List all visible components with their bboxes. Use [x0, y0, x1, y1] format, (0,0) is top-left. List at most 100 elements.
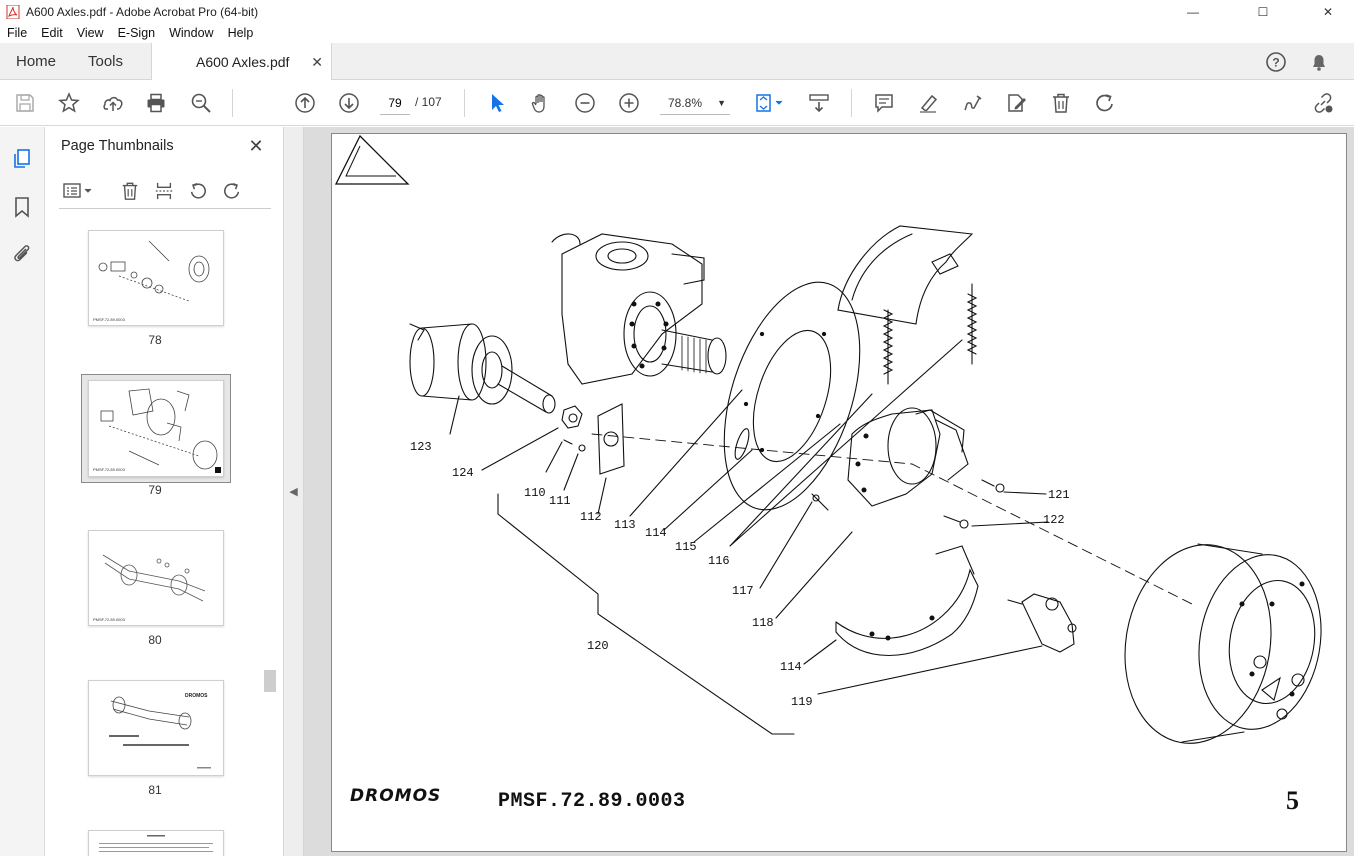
thumbnail-label-78: 78 [148, 333, 162, 347]
thumbnail-page-82[interactable] [88, 830, 224, 856]
pdf-page: 123 124 110 111 112 113 114 115 116 117 … [331, 133, 1347, 852]
callout-113: 113 [614, 518, 636, 532]
extract-page-icon[interactable] [151, 179, 177, 203]
callout-120: 120 [587, 639, 609, 653]
delete-icon[interactable] [1048, 90, 1074, 116]
star-icon[interactable] [56, 90, 82, 116]
menu-view[interactable]: View [76, 26, 104, 40]
chevron-down-icon: ▼ [717, 97, 726, 108]
options-menu-icon[interactable] [61, 179, 95, 203]
scroll-mode-icon[interactable] [806, 90, 832, 116]
document-code: PMSF.72.89.0003 [498, 790, 686, 813]
toolbar-separator [232, 89, 233, 117]
menu-window[interactable]: Window [169, 26, 214, 40]
callout-115: 115 [675, 540, 697, 554]
arrow-up-icon[interactable] [292, 90, 318, 116]
upload-icon[interactable] [100, 90, 126, 116]
svg-text:PMSF.72.89.0003: PMSF.72.89.0003 [93, 317, 126, 322]
title-bar: A600 Axles.pdf - Adobe Acrobat Pro (64-b… [0, 0, 1354, 23]
svg-text:PMSF.72.89.0003: PMSF.72.89.0003 [93, 467, 126, 472]
notification-bell-icon[interactable] [1308, 51, 1332, 73]
zoom-value: 78.8% [668, 95, 703, 110]
tab-document[interactable]: A600 Axles.pdf ✕ [151, 43, 332, 81]
scrollbar-thumb[interactable] [264, 670, 276, 692]
page-number-input[interactable] [380, 91, 410, 115]
share-link-icon[interactable] [1310, 90, 1336, 116]
left-navigation-rail [0, 127, 45, 856]
svg-text:?: ? [1272, 56, 1279, 70]
thumbnail-page-79[interactable]: PMSF.72.89.0003 [88, 380, 224, 477]
panel-title: Page Thumbnails [61, 138, 174, 154]
save-icon[interactable] [12, 90, 38, 116]
hand-icon[interactable] [528, 90, 554, 116]
comment-icon[interactable] [871, 90, 897, 116]
callout-114-top: 114 [645, 526, 667, 540]
page-total-label: / 107 [415, 95, 442, 109]
maximize-button[interactable]: ☐ [1257, 4, 1269, 19]
page-thumbnails-icon[interactable] [10, 147, 34, 171]
panel-toolbar [59, 177, 271, 209]
zoom-out-icon[interactable] [572, 90, 598, 116]
close-icon[interactable]: ✕ [248, 135, 264, 156]
callout-110: 110 [524, 486, 546, 500]
fit-page-icon[interactable] [752, 90, 788, 116]
tab-document-label: A600 Axles.pdf [196, 54, 290, 70]
panel-collapse-handle[interactable]: ◀ [284, 127, 304, 856]
callout-121: 121 [1048, 488, 1070, 502]
svg-text:DROMOS: DROMOS [185, 693, 208, 699]
thumbnail-page-78[interactable]: PMSF.72.89.0003 [88, 230, 224, 326]
sign-icon[interactable] [959, 90, 985, 116]
main-toolbar [0, 80, 1354, 126]
print-icon[interactable] [143, 90, 169, 116]
menu-esign[interactable]: E-Sign [117, 26, 156, 40]
thumbnail-page-81[interactable]: DROMOS [88, 680, 224, 776]
callout-116: 116 [708, 554, 730, 568]
dromos-logo [334, 134, 410, 185]
toolbar-separator [464, 89, 465, 117]
tab-tools[interactable]: Tools [88, 53, 124, 70]
delete-page-icon[interactable] [117, 179, 143, 203]
cursor-icon[interactable] [484, 90, 510, 116]
window-title: A600 Axles.pdf - Adobe Acrobat Pro (64-b… [26, 4, 259, 19]
toolbar-separator [851, 89, 852, 117]
thumbnails-panel: Page Thumbnails ✕ [45, 127, 318, 856]
tab-bar: Home Tools A600 Axles.pdf ✕ ? [0, 43, 1354, 81]
thumbnail-list: PMSF.72.89.0003 78 PMSF.72.89.0003 79 [45, 219, 270, 856]
exploded-brake-diagram [409, 225, 1322, 744]
menu-help[interactable]: Help [227, 26, 254, 40]
thumbnail-page-80[interactable]: PMSF.72.89.0003 [88, 530, 224, 626]
callout-119: 119 [791, 695, 813, 709]
callout-117: 117 [732, 584, 754, 598]
minimize-button[interactable]: — [1187, 4, 1199, 19]
callout-112: 112 [580, 510, 602, 524]
callout-118: 118 [752, 616, 774, 630]
svg-text:PMSF.72.89.0003: PMSF.72.89.0003 [93, 617, 126, 622]
thumbnail-label-81: 81 [148, 783, 162, 797]
document-viewer[interactable]: 123 124 110 111 112 113 114 115 116 117 … [304, 127, 1354, 856]
rotate-icon[interactable] [1092, 90, 1118, 116]
menu-bar: File Edit View E-Sign Window Help [0, 23, 1354, 43]
arrow-down-icon[interactable] [336, 90, 362, 116]
highlight-icon[interactable] [915, 90, 941, 116]
menu-edit[interactable]: Edit [41, 26, 63, 40]
thumbnail-label-79: 79 [148, 483, 162, 497]
rotate-cw-icon[interactable] [219, 179, 245, 203]
thumbnail-label-80: 80 [148, 633, 162, 647]
fill-sign-icon[interactable] [1003, 90, 1029, 116]
document-page-number: 5 [1286, 786, 1299, 815]
callout-124: 124 [452, 466, 474, 480]
help-icon[interactable]: ? [1265, 51, 1289, 73]
search-zoom-icon[interactable] [188, 90, 214, 116]
menu-file[interactable]: File [7, 26, 28, 40]
zoom-in-icon[interactable] [616, 90, 642, 116]
zoom-select[interactable]: 78.8% ▼ [660, 91, 730, 115]
bookmark-icon[interactable] [10, 195, 34, 219]
callout-122: 122 [1043, 513, 1065, 527]
callout-114-bottom: 114 [780, 660, 802, 674]
callout-123: 123 [410, 440, 432, 454]
tab-home[interactable]: Home [16, 53, 57, 70]
tab-close-icon[interactable]: ✕ [311, 53, 323, 70]
rotate-ccw-icon[interactable] [185, 179, 211, 203]
attachment-icon[interactable] [10, 241, 34, 265]
close-window-button[interactable]: ✕ [1322, 4, 1334, 19]
